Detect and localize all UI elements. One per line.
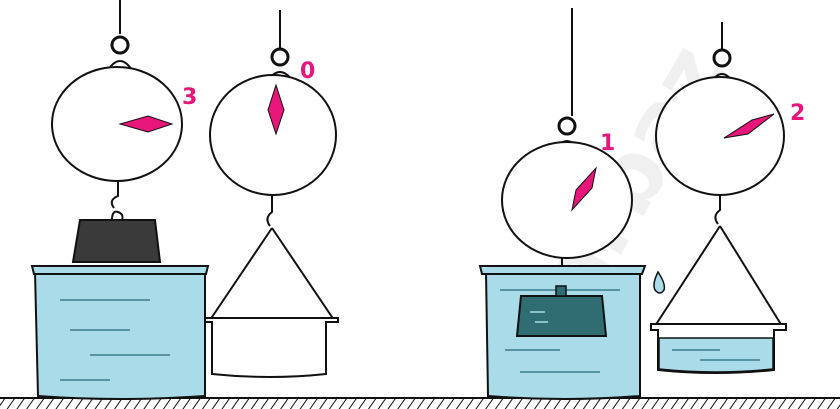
scale-3	[501, 8, 633, 287]
reading-label-4: 2	[790, 101, 805, 126]
scale-1	[51, 0, 183, 209]
weight-block-1	[71, 210, 162, 263]
weight-block-3	[515, 285, 608, 337]
reading-label-3: 1	[600, 131, 615, 156]
pointer-2	[267, 83, 285, 136]
reading-label-2: 0	[300, 59, 315, 84]
pan-2	[204, 317, 339, 378]
pointer-4	[723, 113, 775, 139]
floor	[0, 398, 840, 409]
scale-4	[650, 22, 787, 374]
pointer-3	[571, 166, 597, 212]
pointer-1	[118, 115, 174, 133]
reading-label-1: 3	[182, 85, 197, 110]
water-drop	[653, 270, 666, 294]
beaker-1	[30, 265, 210, 400]
scale-2	[204, 10, 339, 378]
